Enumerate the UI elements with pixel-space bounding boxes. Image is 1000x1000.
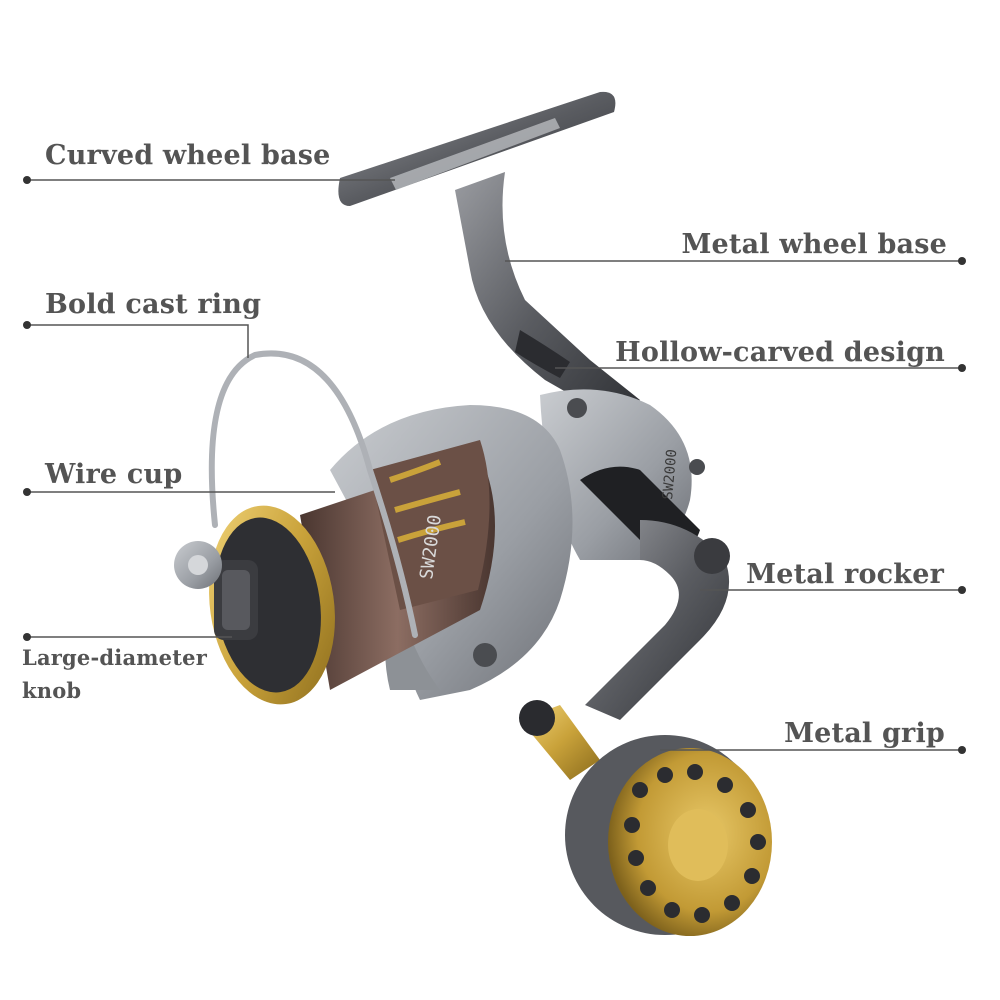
reel-illustration: SW2000 SW2000 bbox=[174, 91, 772, 936]
body-model-marking: SW2000 bbox=[660, 449, 680, 501]
label-metal-wheel-base: Metal wheel base bbox=[681, 229, 947, 260]
crank-arm bbox=[585, 520, 730, 720]
grip-knob bbox=[565, 735, 772, 936]
label-large-diameter-knob: Large-diameter knob bbox=[22, 641, 207, 707]
label-wire-cup: Wire cup bbox=[45, 459, 183, 490]
leader-lines bbox=[23, 176, 966, 754]
bail-wire bbox=[208, 350, 418, 638]
label-metal-grip: Metal grip bbox=[784, 718, 945, 749]
label-bold-cast-ring: Bold cast ring bbox=[45, 289, 262, 320]
reel-stem bbox=[455, 172, 640, 420]
label-hollow-carved-design: Hollow-carved design bbox=[615, 337, 945, 368]
label-large-diameter-knob-line1: Large-diameter bbox=[22, 645, 207, 670]
label-metal-rocker: Metal rocker bbox=[746, 559, 944, 590]
label-curved-wheel-base: Curved wheel base bbox=[45, 140, 331, 171]
label-large-diameter-knob-line2: knob bbox=[22, 678, 82, 703]
